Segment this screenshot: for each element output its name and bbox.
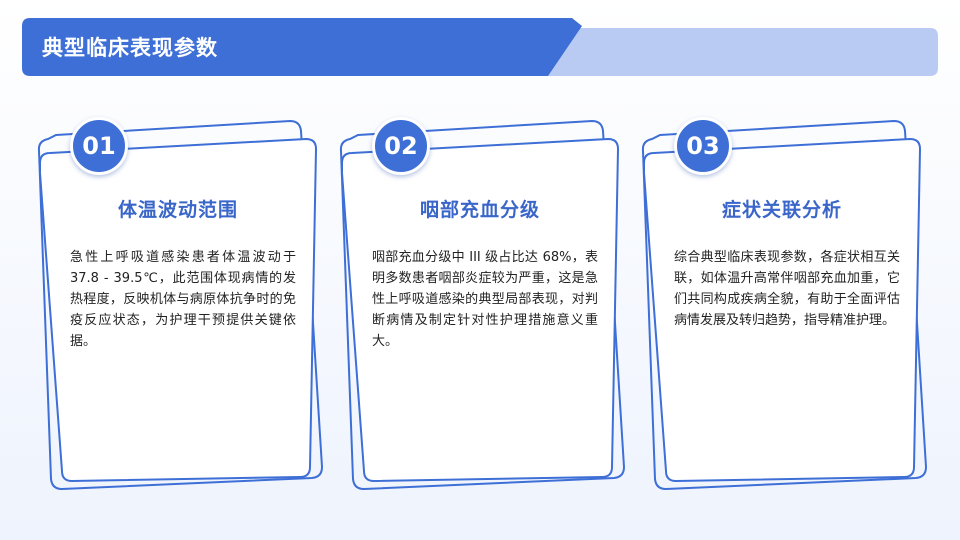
card-3: 03 症状关联分析 综合典型临床表现参数，各症状相互关联，如体温升高常伴咽部充血…: [632, 115, 932, 495]
card-number-badge: 01: [70, 117, 128, 175]
card-number-badge: 02: [372, 117, 430, 175]
card-frame: [37, 119, 324, 491]
page-title: 典型临床表现参数: [42, 36, 218, 60]
card-description: 急性上呼吸道感染患者体温波动于 37.8 - 39.5℃，此范围体现病情的发热程…: [70, 250, 296, 349]
banner-shape: [22, 18, 938, 76]
card-frame: [641, 119, 928, 491]
card-2: 02 咽部充血分级 咽部充血分级中 III 级占比达 68%，表明多数患者咽部炎…: [330, 115, 630, 495]
card-title: 咽部充血分级: [419, 199, 540, 221]
card-title: 症状关联分析: [721, 199, 842, 221]
card-frame: [339, 119, 626, 491]
card-1: 01 体温波动范围 急性上呼吸道感染患者体温波动于 37.8 - 39.5℃，此…: [28, 115, 328, 495]
card-description: 咽部充血分级中 III 级占比达 68%，表明多数患者咽部炎症较为严重，这是急性…: [372, 250, 598, 349]
card-number-badge: 03: [674, 117, 732, 175]
card-description: 综合典型临床表现参数，各症状相互关联，如体温升高常伴咽部充血加重，它们共同构成疾…: [674, 250, 900, 328]
card-title: 体温波动范围: [117, 199, 238, 221]
header-banner: 典型临床表现参数: [0, 0, 960, 90]
